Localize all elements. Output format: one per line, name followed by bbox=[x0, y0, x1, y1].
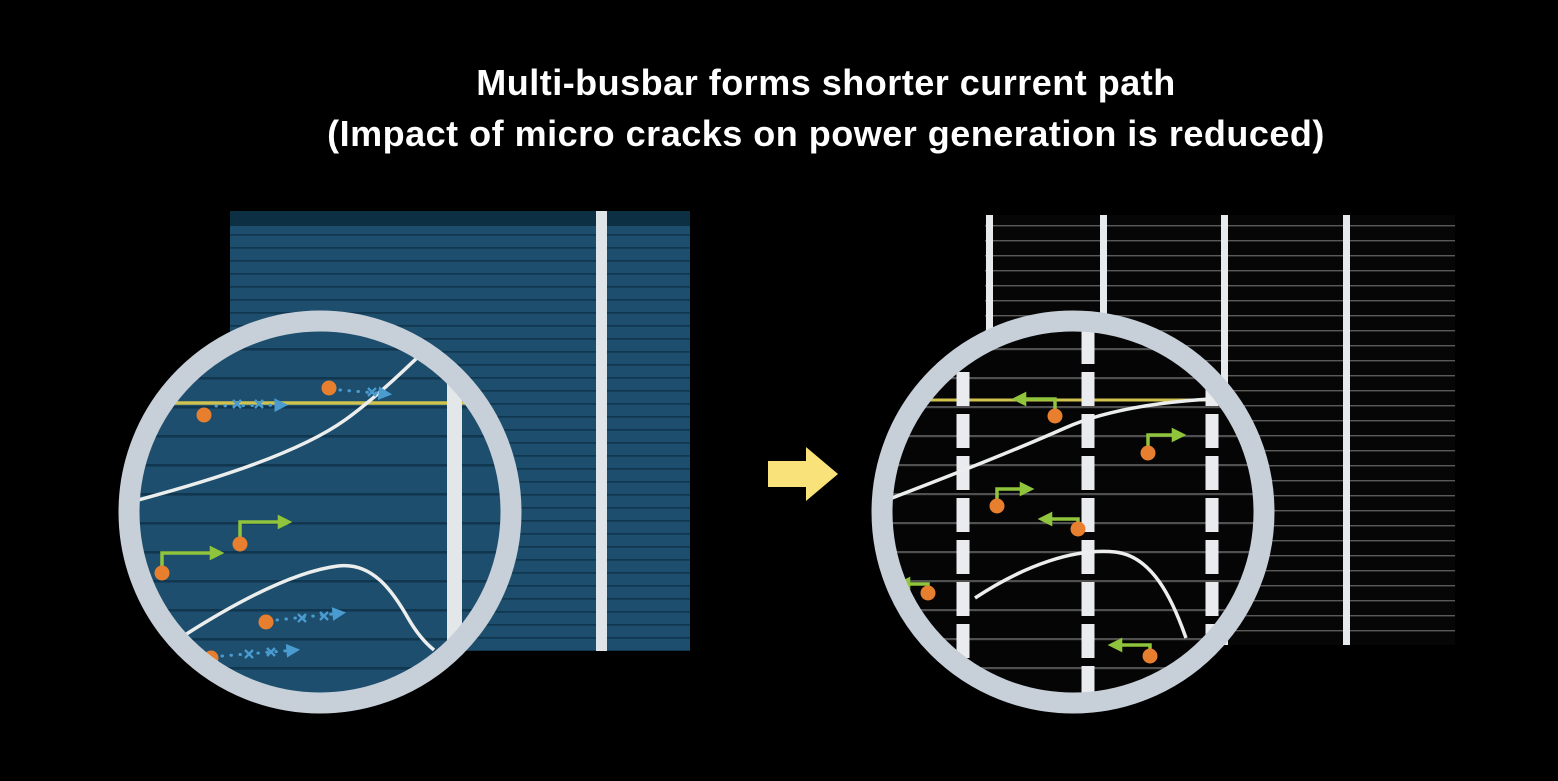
magnifier-ring bbox=[871, 310, 1275, 714]
short-current-paths bbox=[160, 514, 293, 570]
short-path-arrow bbox=[1011, 391, 1057, 413]
electron-dot bbox=[258, 614, 274, 630]
electron-dots bbox=[920, 408, 1158, 664]
short-path-arrow bbox=[160, 545, 225, 570]
long-path-arrow bbox=[275, 607, 347, 622]
short-path-arrow bbox=[1146, 427, 1187, 450]
magnified-conventional-cell bbox=[138, 330, 502, 694]
blocked-x-icon bbox=[244, 647, 276, 659]
electron-dot bbox=[1070, 521, 1086, 537]
magnified-busbar bbox=[447, 330, 462, 694]
micro-crack-line bbox=[164, 563, 436, 652]
long-path-arrow bbox=[338, 386, 393, 401]
busbar-line bbox=[1343, 215, 1350, 645]
diagram-title: Multi-busbar forms shorter current path … bbox=[327, 57, 1325, 159]
electron-dot bbox=[989, 498, 1005, 514]
conventional-magnifier-content bbox=[138, 330, 502, 694]
electron-dot bbox=[232, 536, 248, 552]
electron-dot bbox=[1140, 445, 1156, 461]
title-line-2: (Impact of micro cracks on power generat… bbox=[327, 113, 1325, 154]
short-path-arrow bbox=[995, 481, 1035, 503]
electron-dot bbox=[1142, 648, 1158, 664]
conventional-magnifier bbox=[118, 310, 522, 714]
busbar-line bbox=[596, 211, 607, 651]
short-path-arrow bbox=[238, 514, 293, 541]
title-line-1: Multi-busbar forms shorter current path bbox=[476, 62, 1176, 103]
conventional-cell-top-edge bbox=[230, 211, 690, 226]
electron-dot bbox=[154, 565, 170, 581]
transition-arrow-icon bbox=[768, 447, 838, 501]
electron-dot bbox=[196, 407, 212, 423]
long-path-arrow bbox=[220, 643, 301, 658]
micro-crack-line bbox=[138, 330, 450, 502]
blocked-x-icon bbox=[367, 387, 377, 397]
blocked-x-icon bbox=[232, 399, 264, 409]
multi-busbar-magnifier bbox=[871, 310, 1275, 714]
magnifier-ring bbox=[118, 310, 522, 714]
micro-crack-line bbox=[891, 396, 1251, 500]
electron-dot bbox=[321, 380, 337, 396]
micro-crack-line bbox=[974, 549, 1188, 639]
blocked-x-icon bbox=[297, 611, 329, 623]
electron-dot bbox=[1047, 408, 1063, 424]
magnified-multi-busbar-cell bbox=[891, 330, 1255, 694]
long-current-paths bbox=[214, 386, 393, 659]
electron-dot bbox=[920, 585, 936, 601]
